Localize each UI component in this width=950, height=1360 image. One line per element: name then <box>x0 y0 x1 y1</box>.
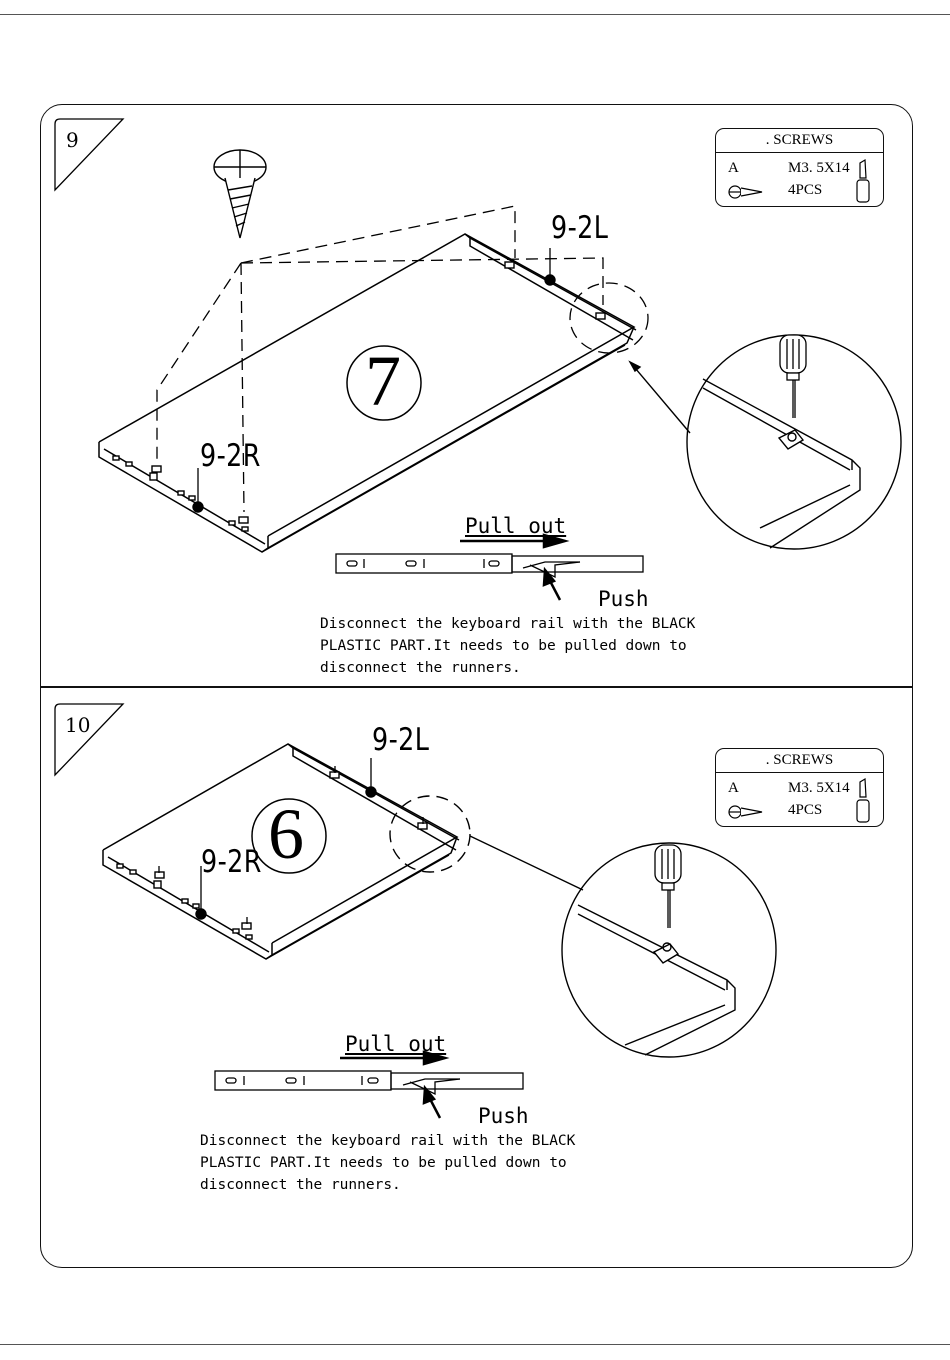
board-7 <box>98 233 637 553</box>
rail-diagram-9 <box>335 553 644 579</box>
pull-out-label: Pull out <box>465 514 567 538</box>
legend-title: . SCREWS <box>716 749 883 773</box>
callout-10-2l: 9-2L <box>372 722 430 758</box>
callout-9-2l: 9-2L <box>551 210 609 246</box>
detail-circle-9 <box>628 334 902 550</box>
step-9-badge <box>54 118 125 192</box>
step-9-number: 9 <box>66 128 79 152</box>
instruction-note: Disconnect the keyboard rail with the BL… <box>200 1133 576 1193</box>
rail-left-9 <box>112 261 606 532</box>
pull-out-label: Pull out <box>345 1032 447 1056</box>
screwdriver-icon <box>779 334 807 418</box>
step-10-number: 10 <box>65 713 91 737</box>
arrow-icon <box>460 533 570 601</box>
legend-code: A <box>728 780 739 796</box>
part-7-circle <box>346 345 422 421</box>
legend-code: A <box>728 160 739 176</box>
legend-size: M3. 5X14 <box>788 160 850 176</box>
arrow-icon-10 <box>340 1050 450 1119</box>
part-6-circle <box>251 798 327 874</box>
page-bottom-rule <box>0 1344 950 1345</box>
screw-legend-9: . SCREWS A M3. 5X14 4PCS <box>715 128 884 207</box>
part-7-label: 7 <box>365 341 401 421</box>
screw-icon <box>213 149 267 239</box>
push-label: Push <box>598 587 649 611</box>
legend-quantity: 4PCS <box>788 182 823 198</box>
screw-pins-9 <box>197 248 551 507</box>
callout-10-2r: 9-2R <box>201 844 262 880</box>
legend-size: M3. 5X14 <box>788 780 850 796</box>
screwdriver-icon-10 <box>654 844 682 928</box>
push-label: Push <box>478 1104 529 1128</box>
legend-title: . SCREWS <box>716 129 883 153</box>
rail-diagram-10 <box>214 1070 524 1096</box>
legend-screw-icon-10 <box>728 777 870 823</box>
screw-legend-10: . SCREWS A M3. 5X14 4PCS <box>715 748 884 827</box>
step-10-badge <box>54 703 125 777</box>
step-divider <box>40 686 913 688</box>
screw-pins-10 <box>158 758 424 924</box>
legend-screw-icon-9 <box>728 158 870 203</box>
instruction-note: Disconnect the keyboard rail with the BL… <box>320 616 696 676</box>
part-6-label: 6 <box>268 794 304 874</box>
callout-9-2r: 9-2R <box>200 438 261 474</box>
detail-circle-10 <box>389 795 777 1058</box>
legend-quantity: 4PCS <box>788 802 823 818</box>
page-top-rule <box>0 14 950 15</box>
